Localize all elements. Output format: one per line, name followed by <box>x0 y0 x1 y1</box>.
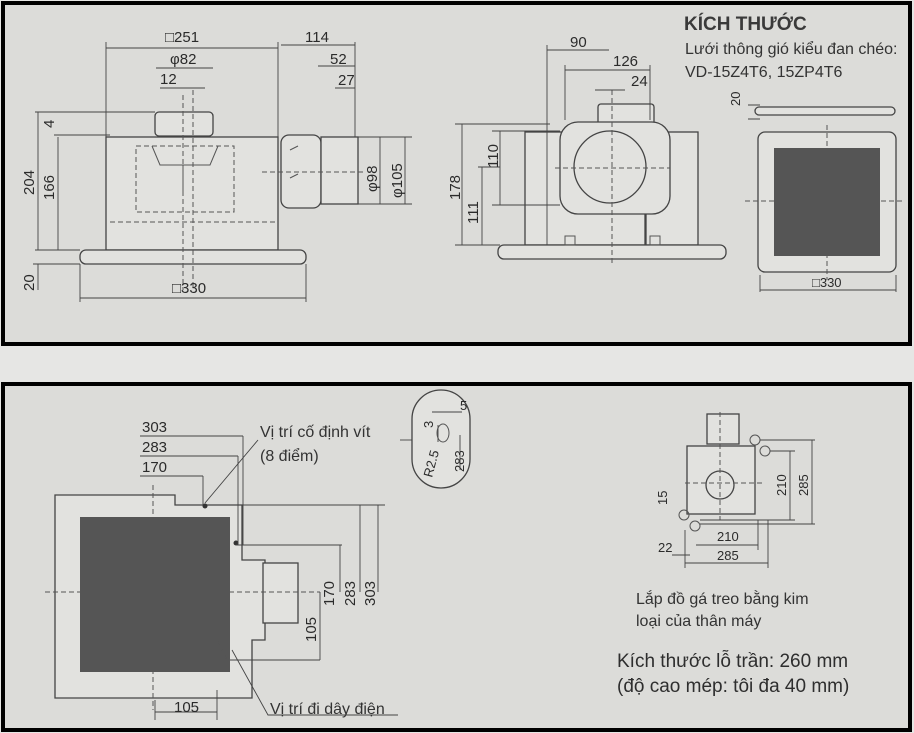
dim-110: 110 <box>485 144 502 168</box>
edge-height-note: (độ cao mép: tôi đa 40 mm) <box>617 676 849 697</box>
dim-v303: 303 <box>362 581 379 606</box>
dim-330: □330 <box>172 280 206 297</box>
dim-251: □251 <box>165 29 199 46</box>
dim-166: 166 <box>41 175 58 200</box>
detail-radius: R2.5 <box>420 448 442 478</box>
dim-12: 12 <box>160 71 177 88</box>
section-title: KÍCH THƯỚC <box>684 13 807 35</box>
bracket-dim-h285: 285 <box>717 548 739 563</box>
dim-h105: 105 <box>174 699 199 716</box>
dim-52: 52 <box>330 51 347 68</box>
dim-phi98: φ98 <box>364 166 381 192</box>
dim-phi82: φ82 <box>170 51 196 68</box>
detail-dim-3: 3 <box>421 421 436 428</box>
front-view-drawing <box>497 90 727 265</box>
bracket-dim-v285: 285 <box>796 474 811 496</box>
screw-count-label: (8 điểm) <box>260 447 319 465</box>
grille-type-label: Lưới thông gió kiểu đan chéo: <box>685 40 897 58</box>
bracket-dim-v210: 210 <box>774 474 789 496</box>
dim-24: 24 <box>631 73 648 90</box>
dim-phi105: φ105 <box>389 163 406 198</box>
dim-111: 111 <box>465 201 482 224</box>
bracket-caption-line2: loại của thân máy <box>636 613 761 630</box>
side-view-drawing <box>79 90 365 290</box>
front-view-dimensions: 90 126 24 178 110 111 <box>447 34 651 246</box>
bottom-view-dimensions: 303 283 170 170 283 303 105 105 <box>140 419 398 720</box>
detail-dim-283: 283 <box>452 450 467 472</box>
side-view-dimensions: □251 φ82 12 114 52 27 4 204 166 φ98 φ105… <box>21 29 412 302</box>
dim-114: 114 <box>305 29 329 46</box>
dim-283: 283 <box>142 439 167 456</box>
bracket-dim-h210: 210 <box>717 529 739 544</box>
dim-178: 178 <box>447 175 464 200</box>
bottom-grille-mesh <box>80 517 230 672</box>
bracket-view-drawing <box>672 412 815 568</box>
dim-v283: 283 <box>342 581 359 606</box>
dim-v105: 105 <box>303 617 320 642</box>
dim-grille-330: □330 <box>812 275 842 290</box>
bottom-view-drawing <box>45 485 320 710</box>
dim-303: 303 <box>142 419 167 436</box>
detail-dim-5: 5 <box>460 398 467 413</box>
bracket-dim-15: 15 <box>655 491 670 505</box>
bracket-caption-line1: Lắp đồ gá treo bằng kim <box>636 589 809 608</box>
dim-20: 20 <box>21 274 38 291</box>
dim-v170: 170 <box>321 581 338 606</box>
screw-slot-detail <box>400 389 471 489</box>
grille-drawing <box>745 104 905 292</box>
bracket-dim-22: 22 <box>658 540 672 555</box>
dim-grille-20: 20 <box>728 92 743 106</box>
dim-204: 204 <box>21 170 38 195</box>
dim-126: 126 <box>613 53 638 70</box>
dim-90: 90 <box>570 34 587 51</box>
screw-position-label: Vị trí cố định vít <box>260 424 371 441</box>
dim-4: 4 <box>41 120 58 128</box>
ceiling-hole-size: Kích thước lỗ trần: 260 mm <box>617 650 848 672</box>
wiring-position-label: Vị trí đi dây điện <box>270 701 385 718</box>
dim-170: 170 <box>142 459 167 476</box>
dim-27: 27 <box>338 72 355 89</box>
model-numbers: VD-15Z4T6, 15ZP4T6 <box>685 64 843 81</box>
